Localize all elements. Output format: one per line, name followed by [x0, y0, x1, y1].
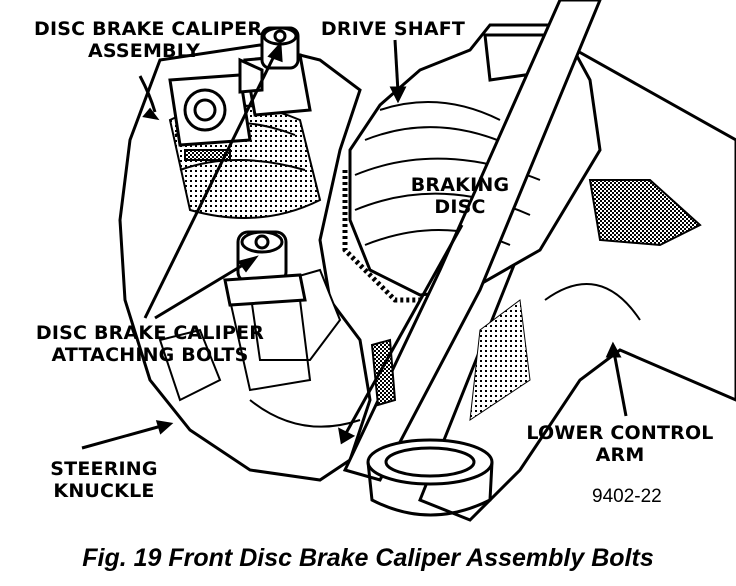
- figure-number: 9402-22: [592, 486, 662, 507]
- ball-joint: [366, 438, 494, 517]
- lower-control-arm: [418, 27, 736, 522]
- label-braking-disc-line2: DISC: [434, 196, 486, 218]
- leader-lines: [81, 39, 628, 450]
- label-lower-control-arm-line2: ARM: [595, 444, 645, 466]
- leader-drive-shaft: [393, 39, 400, 93]
- label-steering-knuckle: STEERING KNUCKLE: [40, 458, 168, 502]
- figure-caption: Fig. 19 Front Disc Brake Caliper Assembl…: [82, 544, 654, 572]
- label-caliper-assembly-line2: ASSEMBLY: [87, 40, 201, 62]
- label-lower-control-arm: LOWER CONTROL ARM: [520, 422, 720, 466]
- label-attaching-bolts-line2: ATTACHING BOLTS: [51, 344, 249, 366]
- label-caliper-assembly: DISC BRAKE CALIPER ASSEMBLY: [34, 18, 263, 62]
- label-steering-knuckle-line1: STEERING: [50, 458, 158, 480]
- leader-caliper-assembly: [138, 75, 157, 113]
- leader-steering-knuckle: [81, 423, 166, 450]
- leader-braking-disc: [343, 224, 464, 436]
- leader-upper-bolt: [143, 51, 278, 319]
- leader-lower-bolt: [154, 260, 249, 320]
- label-drive-shaft: DRIVE SHAFT: [320, 18, 466, 40]
- label-attaching-bolts: DISC BRAKE CALIPER ATTACHING BOLTS: [30, 322, 270, 366]
- label-caliper-assembly-line1: DISC BRAKE CALIPER: [34, 18, 263, 40]
- label-braking-disc-line1: BRAKING: [410, 174, 510, 196]
- lower-caliper-bolt: [223, 230, 307, 307]
- label-attaching-bolts-line1: DISC BRAKE CALIPER: [35, 322, 265, 344]
- label-steering-knuckle-line2: KNUCKLE: [53, 480, 155, 502]
- leader-lower-control-arm: [612, 351, 628, 417]
- label-lower-control-arm-line1: LOWER CONTROL: [526, 422, 714, 444]
- label-braking-disc: BRAKING DISC: [400, 174, 520, 218]
